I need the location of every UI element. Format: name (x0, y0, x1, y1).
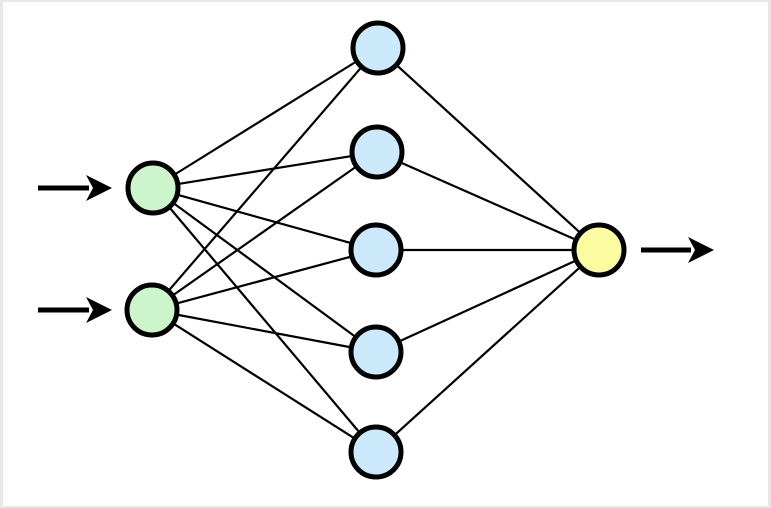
connection-edge (174, 60, 357, 176)
hidden-neuron-circle[interactable] (348, 324, 404, 380)
hidden-node-3[interactable] (348, 222, 404, 278)
canvas-border-top (0, 0, 771, 2)
arrow-head (86, 297, 112, 323)
in-arrow-2-icon (38, 297, 112, 323)
connection-edge (169, 207, 360, 433)
input-neuron-circle[interactable] (125, 160, 181, 216)
hidden-neuron-circle[interactable] (350, 20, 406, 76)
arrow-head (688, 237, 714, 263)
input-neuron-circle[interactable] (124, 282, 180, 338)
io-arrow-layer (38, 175, 714, 323)
connection-edge (398, 259, 577, 343)
connection-edge (173, 202, 356, 338)
hidden-node-4[interactable] (348, 324, 404, 380)
node-layer (124, 20, 627, 480)
connection-edge (176, 313, 352, 349)
hidden-node-1[interactable] (350, 20, 406, 76)
canvas-border-right (768, 0, 771, 508)
connection-edge (400, 161, 576, 241)
connection-edge (176, 255, 352, 305)
hidden-node-5[interactable] (348, 424, 404, 480)
connection-edge (178, 155, 352, 185)
connection-edge (173, 323, 355, 439)
connection-edge (177, 193, 352, 245)
connection-edge (396, 64, 581, 234)
arrow-head (86, 175, 112, 201)
hidden-node-2[interactable] (349, 124, 405, 180)
hidden-neuron-circle[interactable] (349, 124, 405, 180)
hidden-neuron-circle[interactable] (348, 424, 404, 480)
canvas-border-bottom (0, 506, 771, 508)
edge-layer (168, 60, 581, 439)
canvas-border-left (0, 0, 3, 508)
hidden-neuron-circle[interactable] (348, 222, 404, 278)
input-node-1[interactable] (125, 160, 181, 216)
connection-edge (394, 266, 581, 436)
connection-edge (168, 66, 362, 292)
output-node-1[interactable] (571, 222, 627, 278)
in-arrow-1-icon (38, 175, 112, 201)
out-arrow-1-icon (641, 237, 714, 263)
connection-edge (172, 166, 357, 296)
output-neuron-circle[interactable] (571, 222, 627, 278)
input-node-2[interactable] (124, 282, 180, 338)
